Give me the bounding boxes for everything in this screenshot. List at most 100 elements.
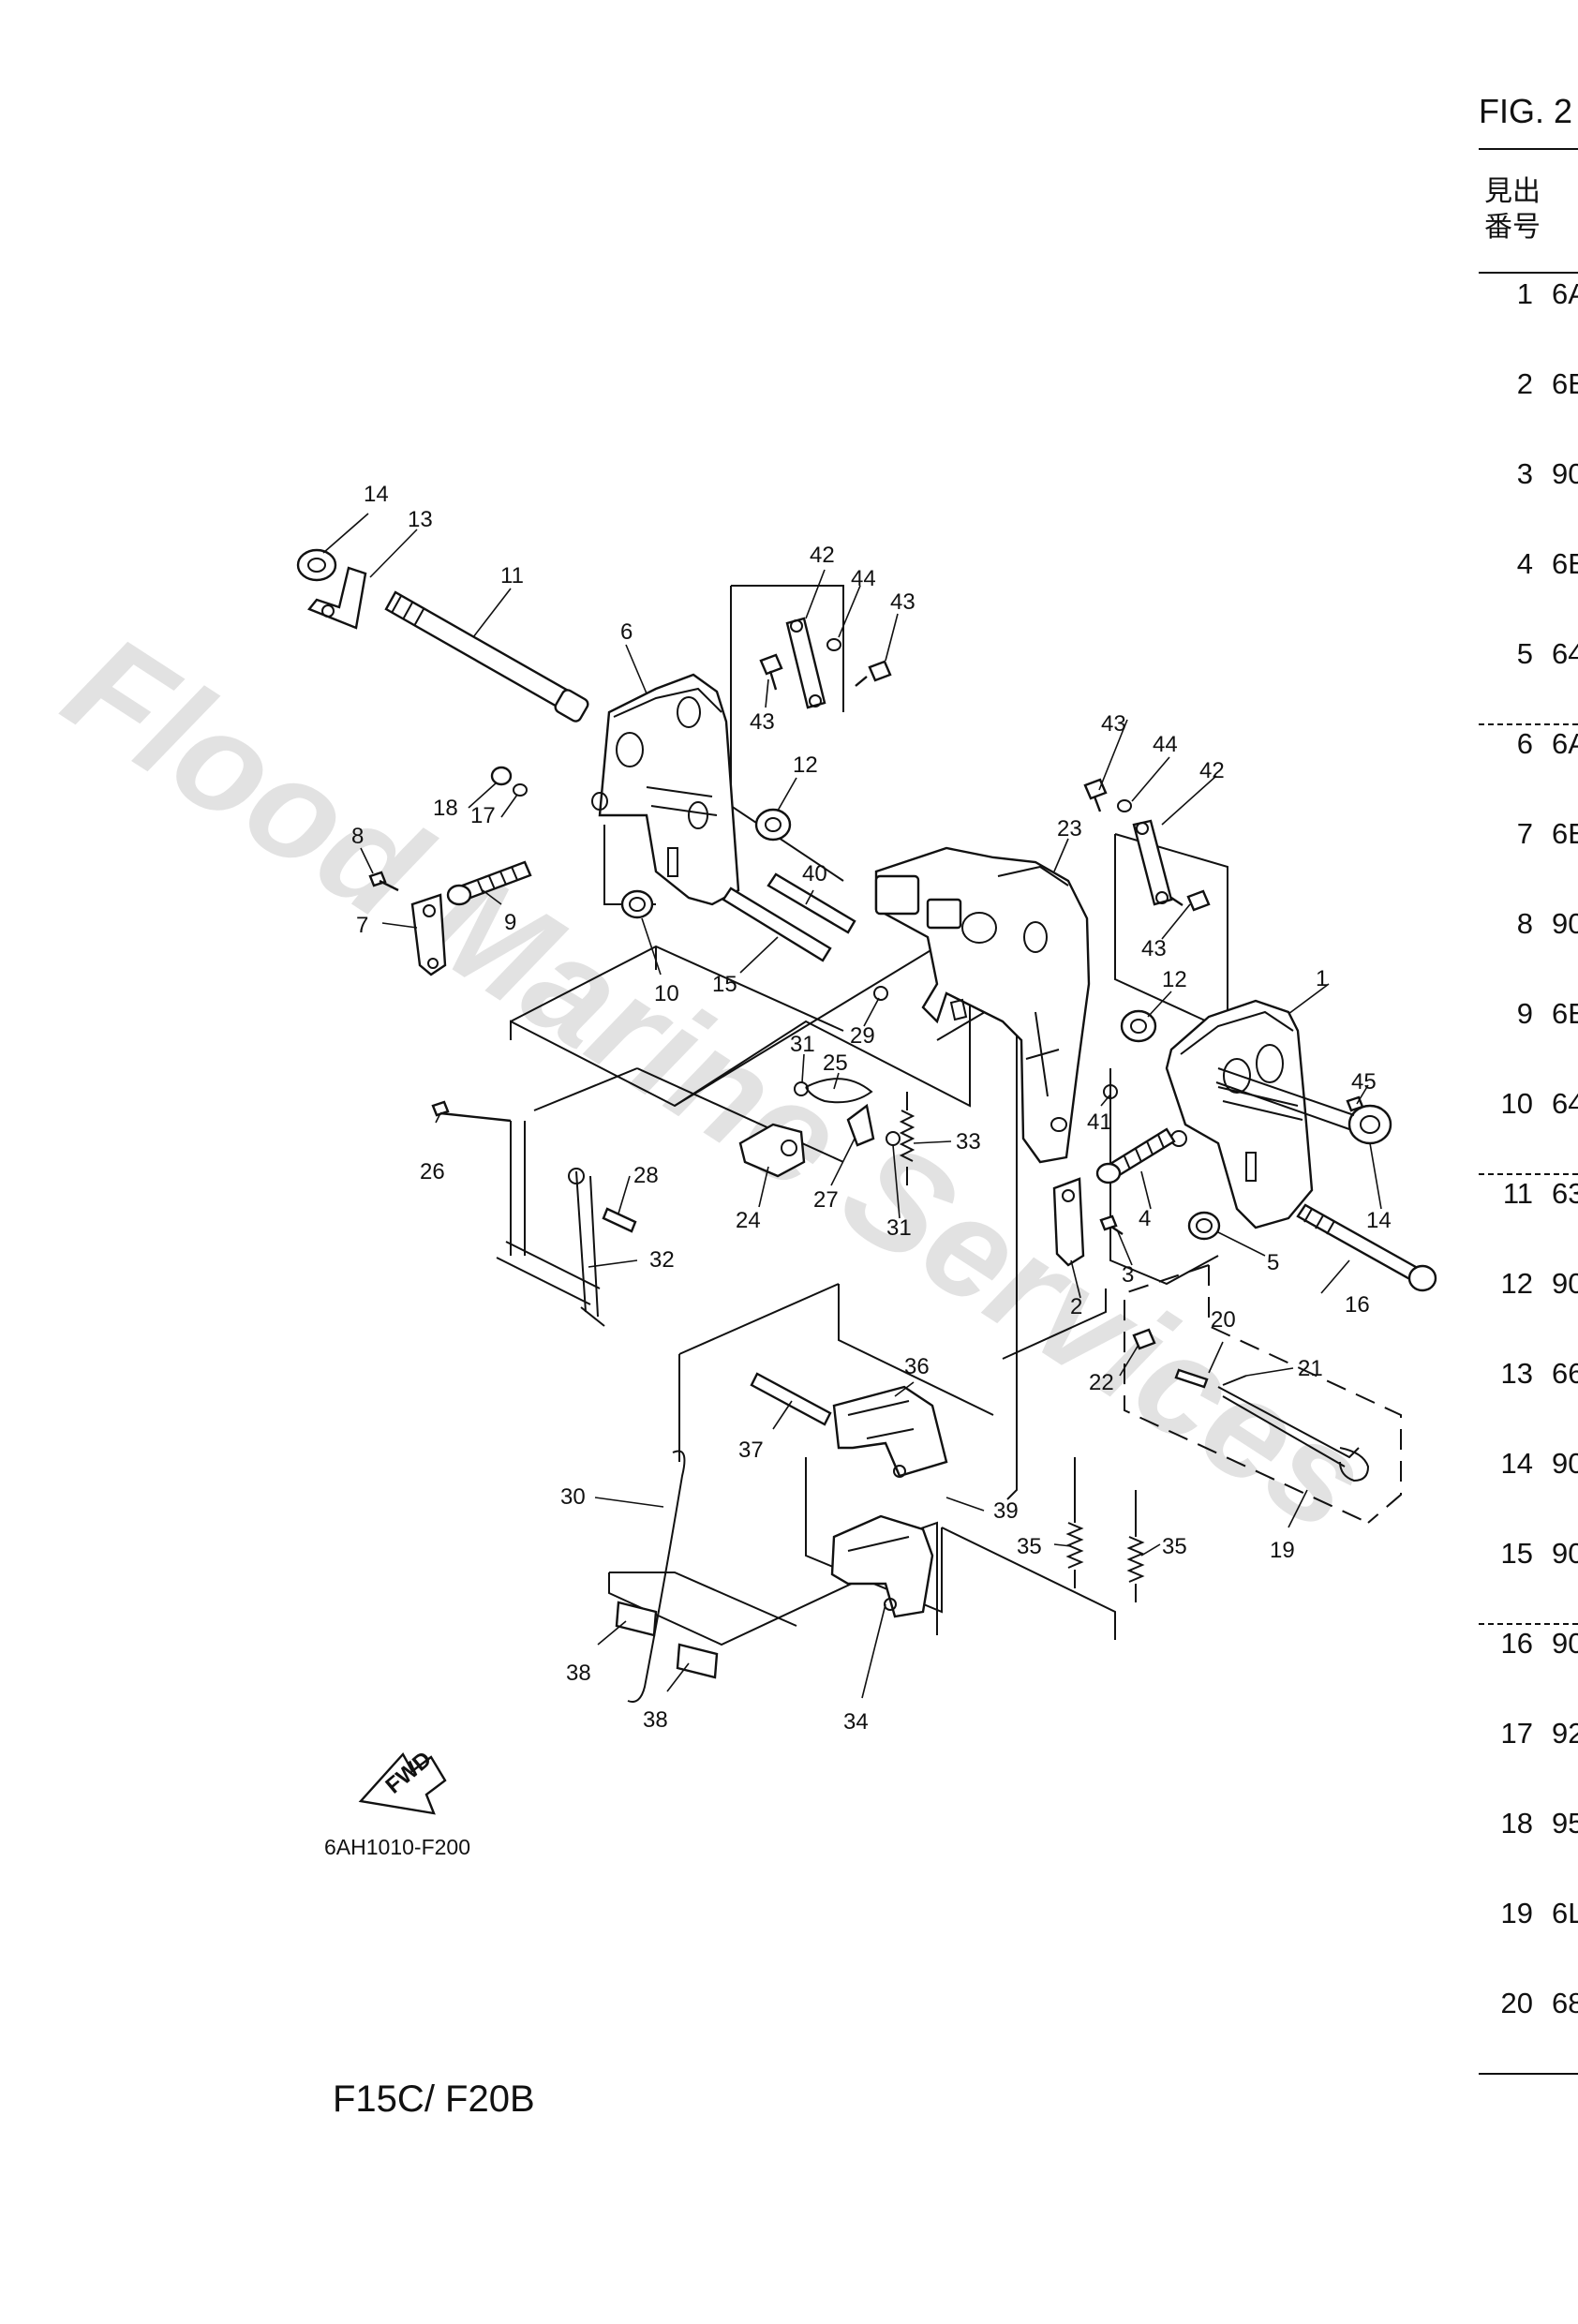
part-code: 90 [1552, 457, 1578, 490]
callout: 12 [793, 752, 818, 778]
ref-number: 2 [1516, 367, 1533, 400]
callout: 42 [1199, 758, 1225, 783]
part-22-bolt [1132, 1328, 1156, 1350]
callout: 17 [470, 803, 496, 828]
part-7-lever [410, 893, 447, 976]
part-12-bushing-right [1120, 1009, 1157, 1043]
ref-number: 10 [1500, 1087, 1533, 1120]
callout: 14 [364, 482, 389, 507]
part-38-bushing-b [676, 1643, 719, 1679]
part-code: 6L [1552, 1897, 1578, 1929]
table-row: 9 6E [1481, 997, 1578, 1031]
callout: 35 [1162, 1534, 1187, 1559]
header-rule [1479, 272, 1578, 274]
ref-number: 11 [1502, 1177, 1533, 1210]
part-34-stopper-bracket [830, 1514, 934, 1618]
part-28-bolt [602, 1207, 637, 1233]
part-6-left-clamp-bracket [591, 673, 740, 906]
callout: 16 [1345, 1292, 1370, 1318]
callout: 37 [738, 1438, 764, 1463]
part-code: 6E [1552, 997, 1578, 1030]
part-9-spring-rod [446, 860, 532, 906]
callout: 33 [956, 1129, 981, 1155]
part-shapes: FWD [296, 548, 1437, 1815]
part-code: 95 [1552, 1807, 1578, 1840]
callout: 27 [813, 1187, 839, 1213]
callout: 7 [356, 913, 368, 938]
part-43-bolts [759, 653, 1211, 912]
callout: 45 [1351, 1069, 1377, 1095]
table-bottom-rule [1479, 2073, 1578, 2075]
callout: 22 [1089, 1370, 1114, 1395]
callout: 10 [654, 981, 679, 1006]
callout: 31 [886, 1215, 912, 1241]
part-1-right-clamp-bracket [1165, 999, 1314, 1229]
figure-code: 6AH1010-F200 [324, 1835, 470, 1859]
part-35-spring-b [1126, 1490, 1145, 1602]
callout: 20 [1211, 1307, 1236, 1333]
part-2-lever [1052, 1177, 1085, 1267]
part-code: 63 [1552, 1177, 1578, 1210]
callout: 43 [750, 709, 775, 735]
callout: 44 [1153, 732, 1178, 757]
part-27-stopper [846, 1103, 875, 1147]
column-header-line-2: 番号 [1484, 212, 1541, 243]
part-code: 68 [1552, 1987, 1578, 2019]
part-code: 64 [1552, 637, 1578, 670]
part-25-spring [805, 1078, 873, 1104]
part-code: 90 [1552, 1447, 1578, 1480]
part-24-cam [738, 1123, 806, 1178]
part-17-washer [513, 783, 528, 797]
callout: 6 [620, 619, 633, 645]
ref-number: 13 [1500, 1357, 1533, 1390]
callout: 12 [1162, 967, 1187, 992]
part-11-tilt-bolt [384, 590, 589, 723]
callout: 13 [408, 507, 433, 532]
callout: 9 [504, 910, 516, 935]
callout: 40 [802, 861, 827, 886]
callout: 8 [351, 824, 364, 849]
part-32-lever-assembly [496, 1121, 605, 1327]
part-code: 6A [1552, 277, 1578, 310]
callout: 23 [1057, 816, 1082, 842]
callout: 42 [810, 543, 835, 568]
part-23-swivel-bracket [874, 846, 1091, 1164]
callout: 38 [566, 1661, 591, 1686]
callout: 43 [1141, 936, 1167, 961]
group-divider [1479, 1623, 1578, 1625]
ref-number: 3 [1516, 457, 1533, 490]
part-20-pin [1174, 1368, 1209, 1389]
group-divider [1479, 723, 1578, 725]
part-12-bushing-left [754, 808, 792, 842]
ref-number: 9 [1516, 997, 1533, 1030]
callout: 2 [1070, 1294, 1082, 1319]
part-44-washer-left [826, 638, 841, 651]
callout: 18 [433, 796, 458, 821]
callout: 1 [1316, 966, 1328, 991]
part-41-clip [1103, 1084, 1118, 1099]
callout: 36 [904, 1354, 930, 1379]
ref-number: 12 [1500, 1267, 1533, 1300]
callout: 4 [1139, 1206, 1151, 1231]
part-29-clip [873, 986, 888, 1001]
part-16-bolt [1296, 1203, 1437, 1292]
part-4-spring-rod [1095, 1127, 1176, 1184]
callout: 30 [560, 1484, 586, 1510]
fwd-arrow-icon: FWD [358, 1747, 447, 1815]
ref-no-column-header: 見出 番号 [1484, 174, 1541, 246]
callout: 44 [851, 566, 876, 591]
part-40-pin [767, 872, 856, 934]
ref-number: 5 [1516, 637, 1533, 670]
part-36-bracket [832, 1385, 948, 1478]
callout: 19 [1270, 1538, 1295, 1563]
ref-number: 4 [1516, 547, 1533, 580]
part-19-tilt-rod [1217, 1386, 1370, 1482]
